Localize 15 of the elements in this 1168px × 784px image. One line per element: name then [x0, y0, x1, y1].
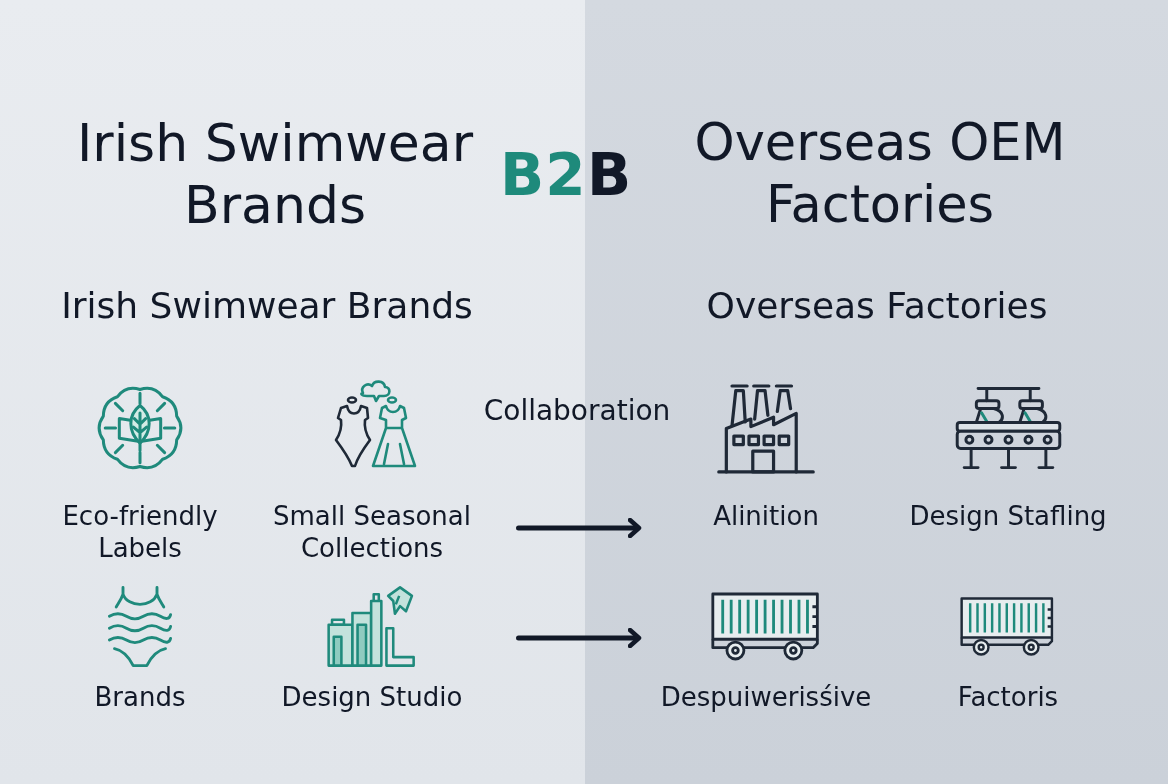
arrow — [516, 627, 642, 649]
item-label: Factoris — [956, 681, 1060, 713]
arrow — [516, 517, 642, 539]
heading: Overseas OEM Factories — [693, 112, 1067, 236]
note-label: Collaboration — [483, 393, 671, 429]
item-label: Design Studio — [280, 681, 464, 713]
item-label: Brands — [93, 681, 187, 713]
item-label: Design Stafling — [908, 500, 1108, 532]
item-label: Small Seasonal Collections — [272, 500, 472, 564]
subheading: Overseas Factories — [705, 284, 1049, 328]
heading: Irish Swimwear Brands — [75, 112, 475, 236]
item-label: Eco-friendly Labels — [61, 500, 219, 564]
item-label: Despuiwerisśive — [659, 681, 873, 713]
subheading: Irish Swimwear Brands — [60, 284, 474, 328]
item-label: Alinition — [712, 500, 820, 532]
